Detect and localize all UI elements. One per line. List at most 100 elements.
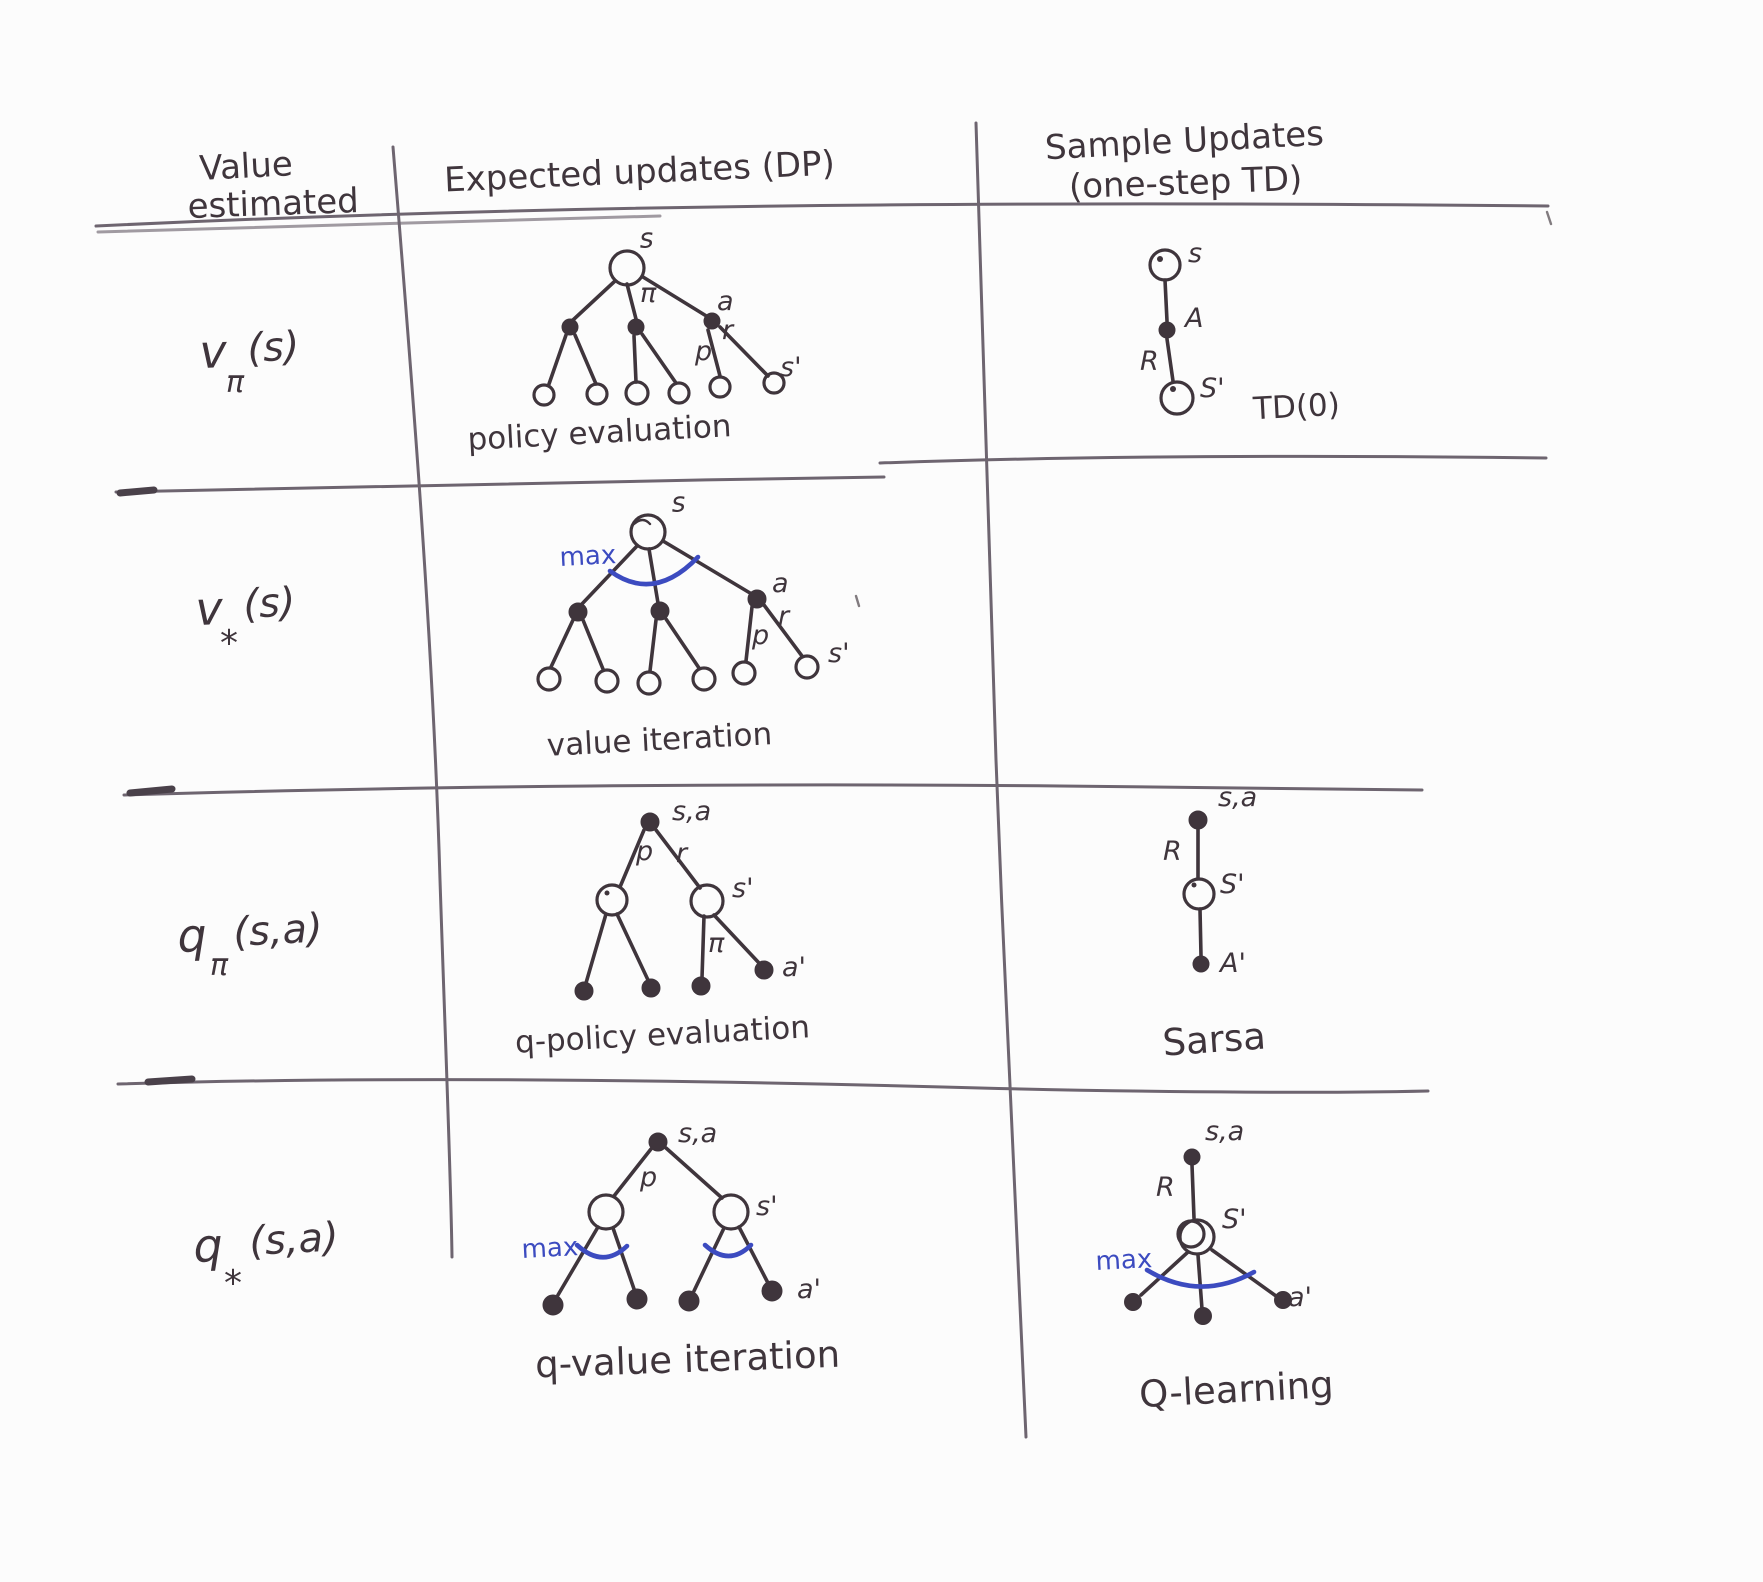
caption-td0: TD(0) [1251,387,1340,428]
action-node-root [640,812,660,832]
stray-mark-middle [854,594,861,608]
caption-value-iteration: value iteration [546,716,773,764]
backup-diagram-policy-evaluation: s π a p r s' policy evaluation [467,223,802,458]
state-node-s-prime [712,1193,750,1231]
row-divider-3 [116,1078,1430,1094]
state-node-leaf [708,375,732,399]
state-node-leaf [691,666,717,692]
value-arguments: (s) [242,579,296,628]
edge-label-r: r [676,838,689,869]
max-arc [1144,1267,1257,1289]
row-divider-1-ink-blob [116,486,158,497]
header-expected-updates: Expected updates (DP) [443,144,835,201]
edges [547,275,770,386]
backup-diagram-sarsa: s,a R S' A' Sarsa [1161,782,1267,1065]
caption-q-value-iteration: q-value iteration [534,1333,840,1387]
action-node [627,318,645,336]
edge-label-p: p [751,620,769,651]
header-underline [94,202,1550,228]
max-arc [607,554,701,587]
pen-mark [1157,256,1163,262]
header-underline-double-stroke [96,214,662,234]
value-arguments: (s,a) [248,1214,340,1265]
value-subscript: π [226,365,245,400]
node-label-s-a: s,a [678,1118,717,1149]
header-sample-updates-line2: (one-step TD) [1068,159,1303,207]
value-symbol: v [198,324,228,379]
caption-q-learning: Q-learning [1138,1363,1334,1416]
backup-diagram-td0: s A R S' TD(0) [1140,238,1341,427]
node-label-a: a [717,286,734,317]
node-label-s-prime: s' [780,352,802,383]
edges [1163,278,1175,383]
action-node-root [1183,1148,1201,1166]
pen-mark [1170,386,1176,392]
node-label-a-prime: a' [797,1274,821,1305]
state-node-leaf [731,660,757,686]
state-node-root [608,249,646,287]
node-label-S-prime: S' [1220,869,1245,900]
action-node [650,601,670,621]
value-symbol: v [194,581,224,636]
node-label-a-prime: a' [782,952,806,983]
row-label-v-star: v * (s) [194,579,296,664]
caption-q-policy-evaluation: q-policy evaluation [514,1009,811,1060]
state-node-leaf [532,383,556,407]
edges [556,1146,770,1297]
value-symbol: q [192,1218,223,1273]
action-node-leaf [626,1288,648,1310]
value-subscript: * [220,623,238,664]
row-divider-1-left [114,475,886,494]
caption-sarsa: Sarsa [1161,1014,1267,1064]
edge-label-r: r [778,601,791,632]
action-node-leaf [1194,1307,1212,1325]
action-node-leaf [678,1290,700,1312]
state-node-leaf [636,670,662,696]
edge-label-R: R [1156,1172,1175,1203]
node-label-A: A [1183,303,1203,334]
edges [1196,827,1203,958]
row-label-v-pi: v π (s) [198,323,300,400]
row-divider-1-right [878,454,1548,465]
node-label-s-a: s,a [1218,782,1257,813]
edges [549,539,804,673]
value-subscript: π [210,948,229,983]
edge-label-p: p [635,836,653,867]
table-grid [94,121,1553,1439]
state-node-leaf [794,654,820,680]
state-node [595,883,629,917]
header-row: Value estimated Expected updates (DP) Sa… [187,114,1325,227]
caption-policy-evaluation: policy evaluation [467,408,733,458]
action-node-root [1188,810,1208,830]
edges [1139,1163,1278,1311]
edge-label-p: p [694,336,712,367]
node-label-s: s [670,487,686,519]
node-label-a-prime: a' [1288,1282,1312,1313]
state-node [1148,248,1182,282]
node-label-S-prime: S' [1200,373,1225,404]
pen-curl [632,518,652,526]
state-node-s-prime [1182,877,1216,911]
pen-mark [1191,882,1197,888]
node-label-s-a: s,a [672,796,711,827]
action-node-leaf [542,1294,564,1316]
edge-label-pi: π [708,928,725,959]
stray-mark-top-right [1545,210,1553,226]
node-label-pi: π [640,278,657,309]
state-node-s-prime [689,883,725,919]
state-node [587,1193,625,1231]
node-label-S-prime: S' [1222,1204,1247,1235]
state-node-leaf [667,381,691,405]
action-node [1158,321,1176,339]
action-node [703,312,721,330]
action-node [747,589,767,609]
row-label-q-star: q * (s,a) [192,1214,339,1304]
max-label: max [521,1232,579,1265]
state-node-next [1159,380,1195,416]
state-node-s-prime [1178,1218,1216,1256]
value-symbol: q [176,908,207,963]
column-divider-1 [391,145,454,1259]
backup-diagram-q-learning: s,a R S' max a' Q-learning [1095,1116,1335,1416]
value-arguments: (s,a) [232,905,324,956]
